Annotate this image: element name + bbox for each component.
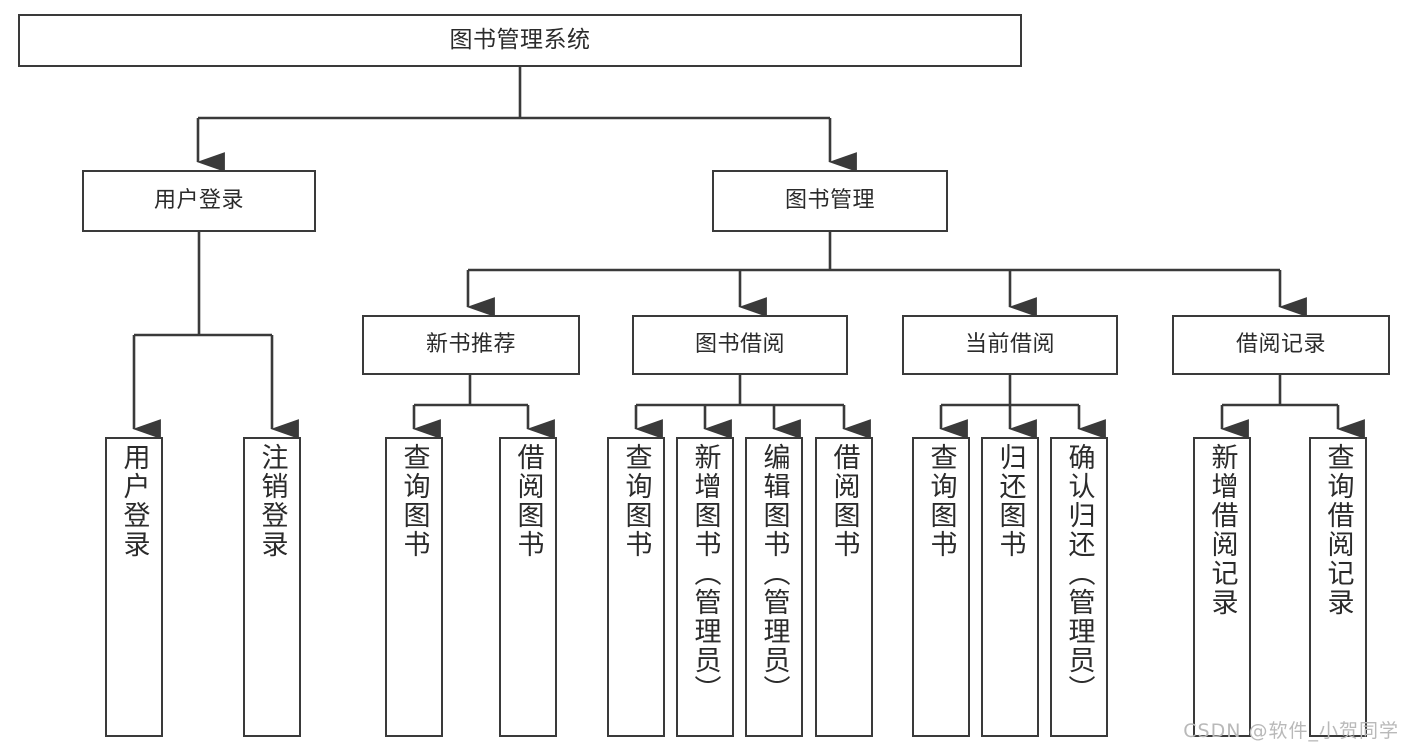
- leaf-query-books-newbook[interactable]: 查询图书: [385, 437, 443, 737]
- node-book-management[interactable]: 图书管理: [712, 170, 948, 232]
- node-label: 图书借阅: [694, 332, 785, 358]
- node-label: 借阅图书: [828, 443, 860, 559]
- node-label: 查询图书: [925, 443, 957, 559]
- node-label: 新增图书（管理员）: [689, 443, 721, 704]
- node-label: 用户登录: [118, 443, 150, 559]
- node-new-book-recommendation[interactable]: 新书推荐: [362, 315, 580, 375]
- node-label: 查询图书: [398, 443, 430, 559]
- leaf-edit-book-admin[interactable]: 编辑图书（管理员）: [745, 437, 803, 737]
- node-book-borrowing[interactable]: 图书借阅: [632, 315, 848, 375]
- node-label: 查询图书: [620, 443, 652, 559]
- node-label: 编辑图书（管理员）: [758, 443, 790, 704]
- node-label: 用户登录: [153, 188, 244, 214]
- node-label: 新书推荐: [425, 332, 516, 358]
- node-label: 借阅图书: [512, 443, 544, 559]
- leaf-borrow-books-newbook[interactable]: 借阅图书: [499, 437, 557, 737]
- node-label: 查询借阅记录: [1322, 443, 1354, 617]
- node-label: 借阅记录: [1235, 332, 1326, 358]
- leaf-add-borrow-record[interactable]: 新增借阅记录: [1193, 437, 1251, 737]
- leaf-user-login[interactable]: 用户登录: [105, 437, 163, 737]
- leaf-borrow-books[interactable]: 借阅图书: [815, 437, 873, 737]
- node-label: 归还图书: [994, 443, 1026, 559]
- node-label: 图书管理: [784, 188, 875, 214]
- leaf-query-books-current[interactable]: 查询图书: [912, 437, 970, 737]
- leaf-logout[interactable]: 注销登录: [243, 437, 301, 737]
- node-label: 当前借阅: [964, 332, 1055, 358]
- node-label: 确认归还（管理员）: [1063, 443, 1095, 704]
- node-label: 新增借阅记录: [1206, 443, 1238, 617]
- node-label: 图书管理系统: [449, 26, 591, 53]
- leaf-confirm-return-admin[interactable]: 确认归还（管理员）: [1050, 437, 1108, 737]
- leaf-return-books[interactable]: 归还图书: [981, 437, 1039, 737]
- node-root-book-management-system[interactable]: 图书管理系统: [18, 14, 1022, 67]
- node-borrowing-records[interactable]: 借阅记录: [1172, 315, 1390, 375]
- leaf-query-borrow-record[interactable]: 查询借阅记录: [1309, 437, 1367, 737]
- leaf-add-book-admin[interactable]: 新增图书（管理员）: [676, 437, 734, 737]
- node-label: 注销登录: [256, 443, 288, 559]
- node-user-login[interactable]: 用户登录: [82, 170, 316, 232]
- leaf-query-books-borrow[interactable]: 查询图书: [607, 437, 665, 737]
- node-current-borrowing[interactable]: 当前借阅: [902, 315, 1118, 375]
